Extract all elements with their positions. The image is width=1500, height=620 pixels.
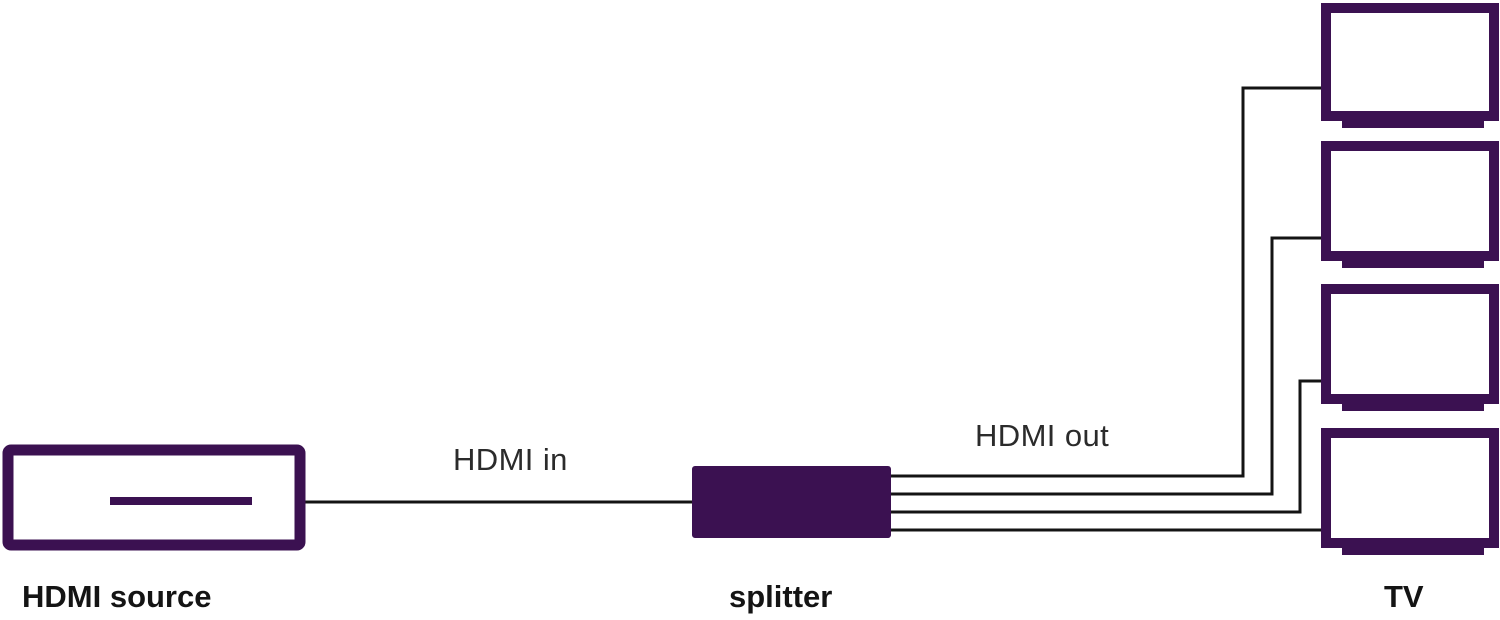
hdmi-source-detail-bar: [110, 497, 252, 505]
hdmi-in-label: HDMI in: [453, 442, 568, 477]
hdmi-source-label: HDMI source: [22, 579, 211, 614]
hdmi-out-wire-1: [890, 86, 1326, 478]
tv-stand-2: [1342, 259, 1484, 268]
tv-screen-4: [1321, 428, 1499, 548]
hdmi-source-device: [2, 444, 306, 551]
splitter-body: [692, 466, 891, 538]
tv-stand-1: [1342, 119, 1484, 128]
hdmi-out-wire-2: [890, 236, 1326, 496]
tv-screen-2: [1321, 141, 1499, 261]
tv-label: TV: [1384, 579, 1424, 614]
hdmi-out-wire-3: [890, 379, 1326, 514]
tv-stand-3: [1342, 402, 1484, 411]
splitter-device: [692, 466, 891, 538]
television-4: [1321, 428, 1499, 555]
television-1: [1321, 3, 1499, 128]
television-3: [1321, 284, 1499, 411]
splitter-label: splitter: [729, 579, 832, 614]
hdmi-out-label: HDMI out: [975, 418, 1109, 453]
wire-group: [300, 86, 1326, 532]
television-2: [1321, 141, 1499, 268]
tv-stand-4: [1342, 546, 1484, 555]
tv-screen-3: [1321, 284, 1499, 404]
tv-screen-1: [1321, 3, 1499, 121]
